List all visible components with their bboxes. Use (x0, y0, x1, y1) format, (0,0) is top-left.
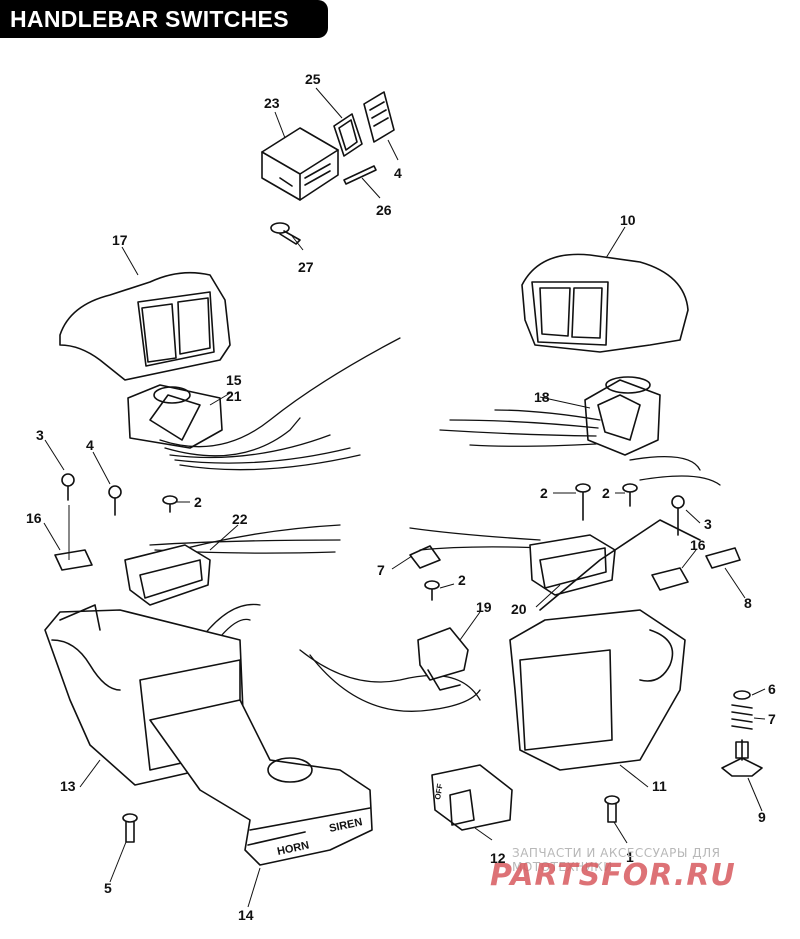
off-label: OFF (433, 783, 445, 800)
callout-10: 10 (620, 212, 636, 228)
screw-3-right (671, 495, 685, 536)
callout-2-right-a: 2 (540, 485, 548, 501)
screw-4-left (108, 485, 122, 516)
part-7-left (409, 545, 441, 569)
left-switch-22 (124, 544, 211, 606)
callout-4-top: 4 (394, 165, 402, 181)
left-wiring (149, 337, 401, 651)
callout-11: 11 (652, 778, 667, 794)
block-16-right (651, 567, 689, 591)
screw-2-right-a (575, 483, 591, 521)
callout-21: 21 (226, 388, 242, 404)
right-lower-housing-11 (509, 519, 701, 771)
control-module-23 (261, 127, 339, 201)
callout-2-mid: 2 (458, 572, 466, 588)
right-switch-block-18 (584, 376, 661, 456)
callout-2-right-b: 2 (602, 485, 610, 501)
connector-4-top (363, 91, 395, 143)
screw-27 (270, 222, 301, 245)
switch-19 (417, 627, 469, 691)
callout-14: 14 (238, 907, 254, 923)
callout-3-left: 3 (36, 427, 44, 443)
terminal-26 (343, 165, 377, 185)
screw-2-left (162, 495, 178, 513)
washer-6 (733, 690, 751, 700)
switch-12 (431, 764, 513, 831)
right-wiring (299, 409, 721, 712)
callout-7-left: 7 (377, 562, 385, 578)
right-switch-20 (529, 534, 616, 596)
title-bar: HANDLEBAR SWITCHES (0, 0, 328, 38)
callout-20: 20 (511, 601, 527, 617)
lever-housing-14 (149, 699, 373, 866)
left-switch-block-15 (127, 384, 223, 449)
callout-6: 6 (768, 681, 776, 697)
callout-3-right: 3 (704, 516, 712, 532)
screw-5 (122, 813, 138, 843)
callout-16-right: 16 (690, 537, 706, 553)
page-title: HANDLEBAR SWITCHES (10, 6, 289, 32)
screw-2-right-b (622, 483, 638, 507)
callout-7-right: 7 (768, 711, 776, 727)
screw-2-mid (424, 580, 440, 601)
detent-9 (721, 739, 763, 777)
callout-5: 5 (104, 880, 112, 896)
callout-26: 26 (376, 202, 392, 218)
callout-2-left: 2 (194, 494, 202, 510)
callout-19: 19 (476, 599, 492, 615)
callout-27: 27 (298, 259, 314, 275)
callout-1: 1 (626, 849, 634, 865)
callout-25: 25 (305, 71, 321, 87)
watermark-subtitle: ЗАПЧАСТИ И АКСЕССУАРЫ ДЛЯ МОТОТЕХНИКИ (512, 846, 721, 874)
callout-15: 15 (226, 372, 242, 388)
callout-16-left: 16 (26, 510, 42, 526)
callout-17: 17 (112, 232, 128, 248)
callout-9: 9 (758, 809, 766, 825)
callout-numbers: 25 23 4 26 27 17 10 15 21 18 3 4 2 16 22… (26, 71, 776, 923)
callout-22: 22 (232, 511, 248, 527)
spring-7 (731, 704, 753, 730)
callout-23: 23 (264, 95, 280, 111)
callout-13: 13 (60, 778, 76, 794)
callout-4-left: 4 (86, 437, 94, 453)
screw-3-left (61, 473, 75, 501)
right-switch-cover-10 (521, 253, 689, 353)
leader-lines (43, 87, 766, 908)
block-16-left (54, 549, 93, 571)
screw-1 (604, 795, 620, 823)
callout-8: 8 (744, 595, 752, 611)
left-switch-cover-17 (59, 271, 231, 381)
callout-12: 12 (490, 850, 506, 866)
gasket-25 (333, 113, 363, 157)
callout-18: 18 (534, 389, 550, 405)
block-8 (705, 547, 741, 569)
watermark-logo: PARTSFOR.RU (490, 858, 736, 893)
